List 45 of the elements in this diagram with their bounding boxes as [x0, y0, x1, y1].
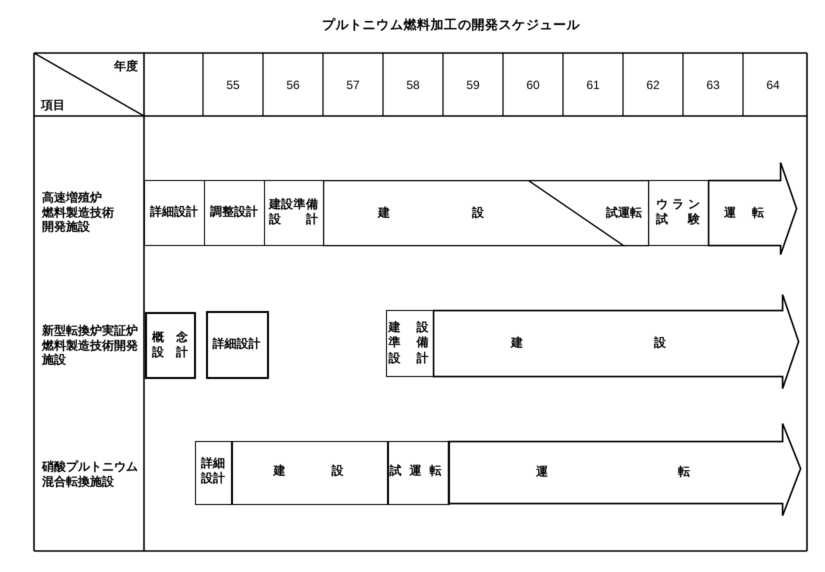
phase-label: 運転: [724, 205, 764, 220]
phase-bar: [708, 162, 797, 255]
phase-box: [528, 180, 649, 246]
year-label: 57: [346, 78, 360, 92]
year-label: 58: [406, 78, 420, 92]
year-label: 63: [706, 78, 720, 92]
facility-label: 硝酸プルトニウム混合転換施設: [42, 460, 138, 488]
phase-label: 試運転: [606, 205, 642, 220]
phase-label: 詳細設計: [150, 204, 198, 220]
phase-box: [387, 441, 450, 505]
year-label: 61: [586, 78, 600, 92]
title: プルトニウム燃料加工の開発スケジュール: [322, 17, 580, 33]
phase-box: [144, 180, 206, 246]
phase-label: 建設準備設計: [268, 197, 318, 228]
phase-label: 建設: [378, 205, 484, 220]
phase-box: [386, 310, 434, 378]
year-label: 60: [526, 78, 540, 92]
phase-box: [231, 441, 389, 505]
phase-box: [204, 180, 266, 246]
phase-box: [648, 180, 710, 246]
phase-label: 建設: [273, 464, 344, 479]
phase-box: [206, 311, 269, 379]
phase-box: [264, 180, 324, 246]
phase-label: 試運転: [389, 464, 442, 479]
facility-label: 高速増殖炉燃料製造技術開発施設: [42, 190, 114, 234]
year-label: 62: [646, 78, 660, 92]
phase-bar: [448, 423, 801, 516]
phase-label: 調整設計: [210, 204, 258, 220]
year-label: 64: [766, 78, 780, 92]
year-heading: 年度: [114, 58, 138, 74]
year-label: 56: [286, 78, 300, 92]
phase-label: 概念設計: [152, 330, 188, 360]
year-label: 59: [466, 78, 480, 92]
facility-label: 新型転換炉実証炉燃料製造技術開発施設: [42, 323, 138, 367]
year-label: 55: [226, 78, 240, 92]
phase-box: [195, 441, 233, 505]
item-heading: 項目: [41, 98, 65, 112]
phase-label: 詳細設計: [212, 336, 260, 352]
phase-box: [145, 312, 196, 379]
phase-bar: [433, 294, 799, 389]
phase-label: 詳細設計: [200, 456, 226, 486]
phase-label: 建設準備設計: [388, 319, 429, 366]
phase-label: 運転: [536, 464, 690, 480]
phase-label: 建設: [511, 336, 666, 350]
phase-label: ウラン試験: [656, 197, 700, 228]
